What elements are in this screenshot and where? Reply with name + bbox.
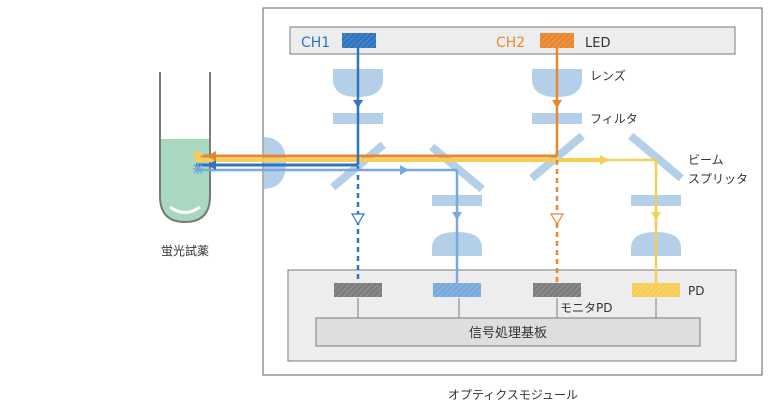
- blue-starburst-icon: [193, 164, 203, 174]
- yellow-starburst-icon: [193, 150, 203, 160]
- monitor-pd-label: モニタPD: [560, 301, 612, 315]
- ch2-down-arrow: [552, 100, 562, 108]
- beam-splitter-label-1: ビーム: [688, 153, 724, 167]
- arrowheads: [207, 100, 661, 226]
- lens-label: レンズ: [590, 68, 626, 83]
- side-lens: [264, 137, 286, 189]
- ch1-down-arrow: [353, 100, 363, 108]
- blue-right-arrow: [400, 165, 409, 175]
- reagent-liquid: [160, 139, 210, 222]
- ch2-label: CH2: [496, 35, 525, 51]
- filter-label: フィルタ: [590, 112, 638, 126]
- excitation-starburst-icon: [193, 150, 203, 174]
- sensors: [334, 283, 680, 297]
- module-frame: [262, 7, 763, 376]
- yellow-mirror: [628, 132, 684, 182]
- beam-splitter-label-2: スプリッタ: [688, 172, 748, 186]
- ch1-label: CH1: [301, 35, 330, 51]
- yellow-right-arrow: [600, 155, 609, 165]
- tube-meniscus: [169, 205, 201, 214]
- signal-board: [315, 317, 701, 347]
- module-label: オプティクスモジュール: [448, 388, 578, 402]
- board-connectors: [357, 298, 657, 318]
- signal-board-label: 信号処理基板: [469, 326, 547, 341]
- ch1-monitor-triangle-icon: [350, 213, 366, 226]
- led-label: LED: [585, 36, 610, 51]
- light-paths: [196, 48, 658, 283]
- reagent-label: 蛍光試薬: [161, 243, 209, 258]
- yellow-down-arrow: [651, 212, 661, 220]
- pd-label: PD: [688, 284, 704, 298]
- ch2-monitor-triangle-icon: [549, 213, 565, 226]
- ch1-left-arrow: [207, 160, 216, 170]
- orange-left-arrow: [207, 151, 216, 161]
- reagent-tube: [159, 72, 211, 224]
- blue-down-arrow: [452, 212, 462, 220]
